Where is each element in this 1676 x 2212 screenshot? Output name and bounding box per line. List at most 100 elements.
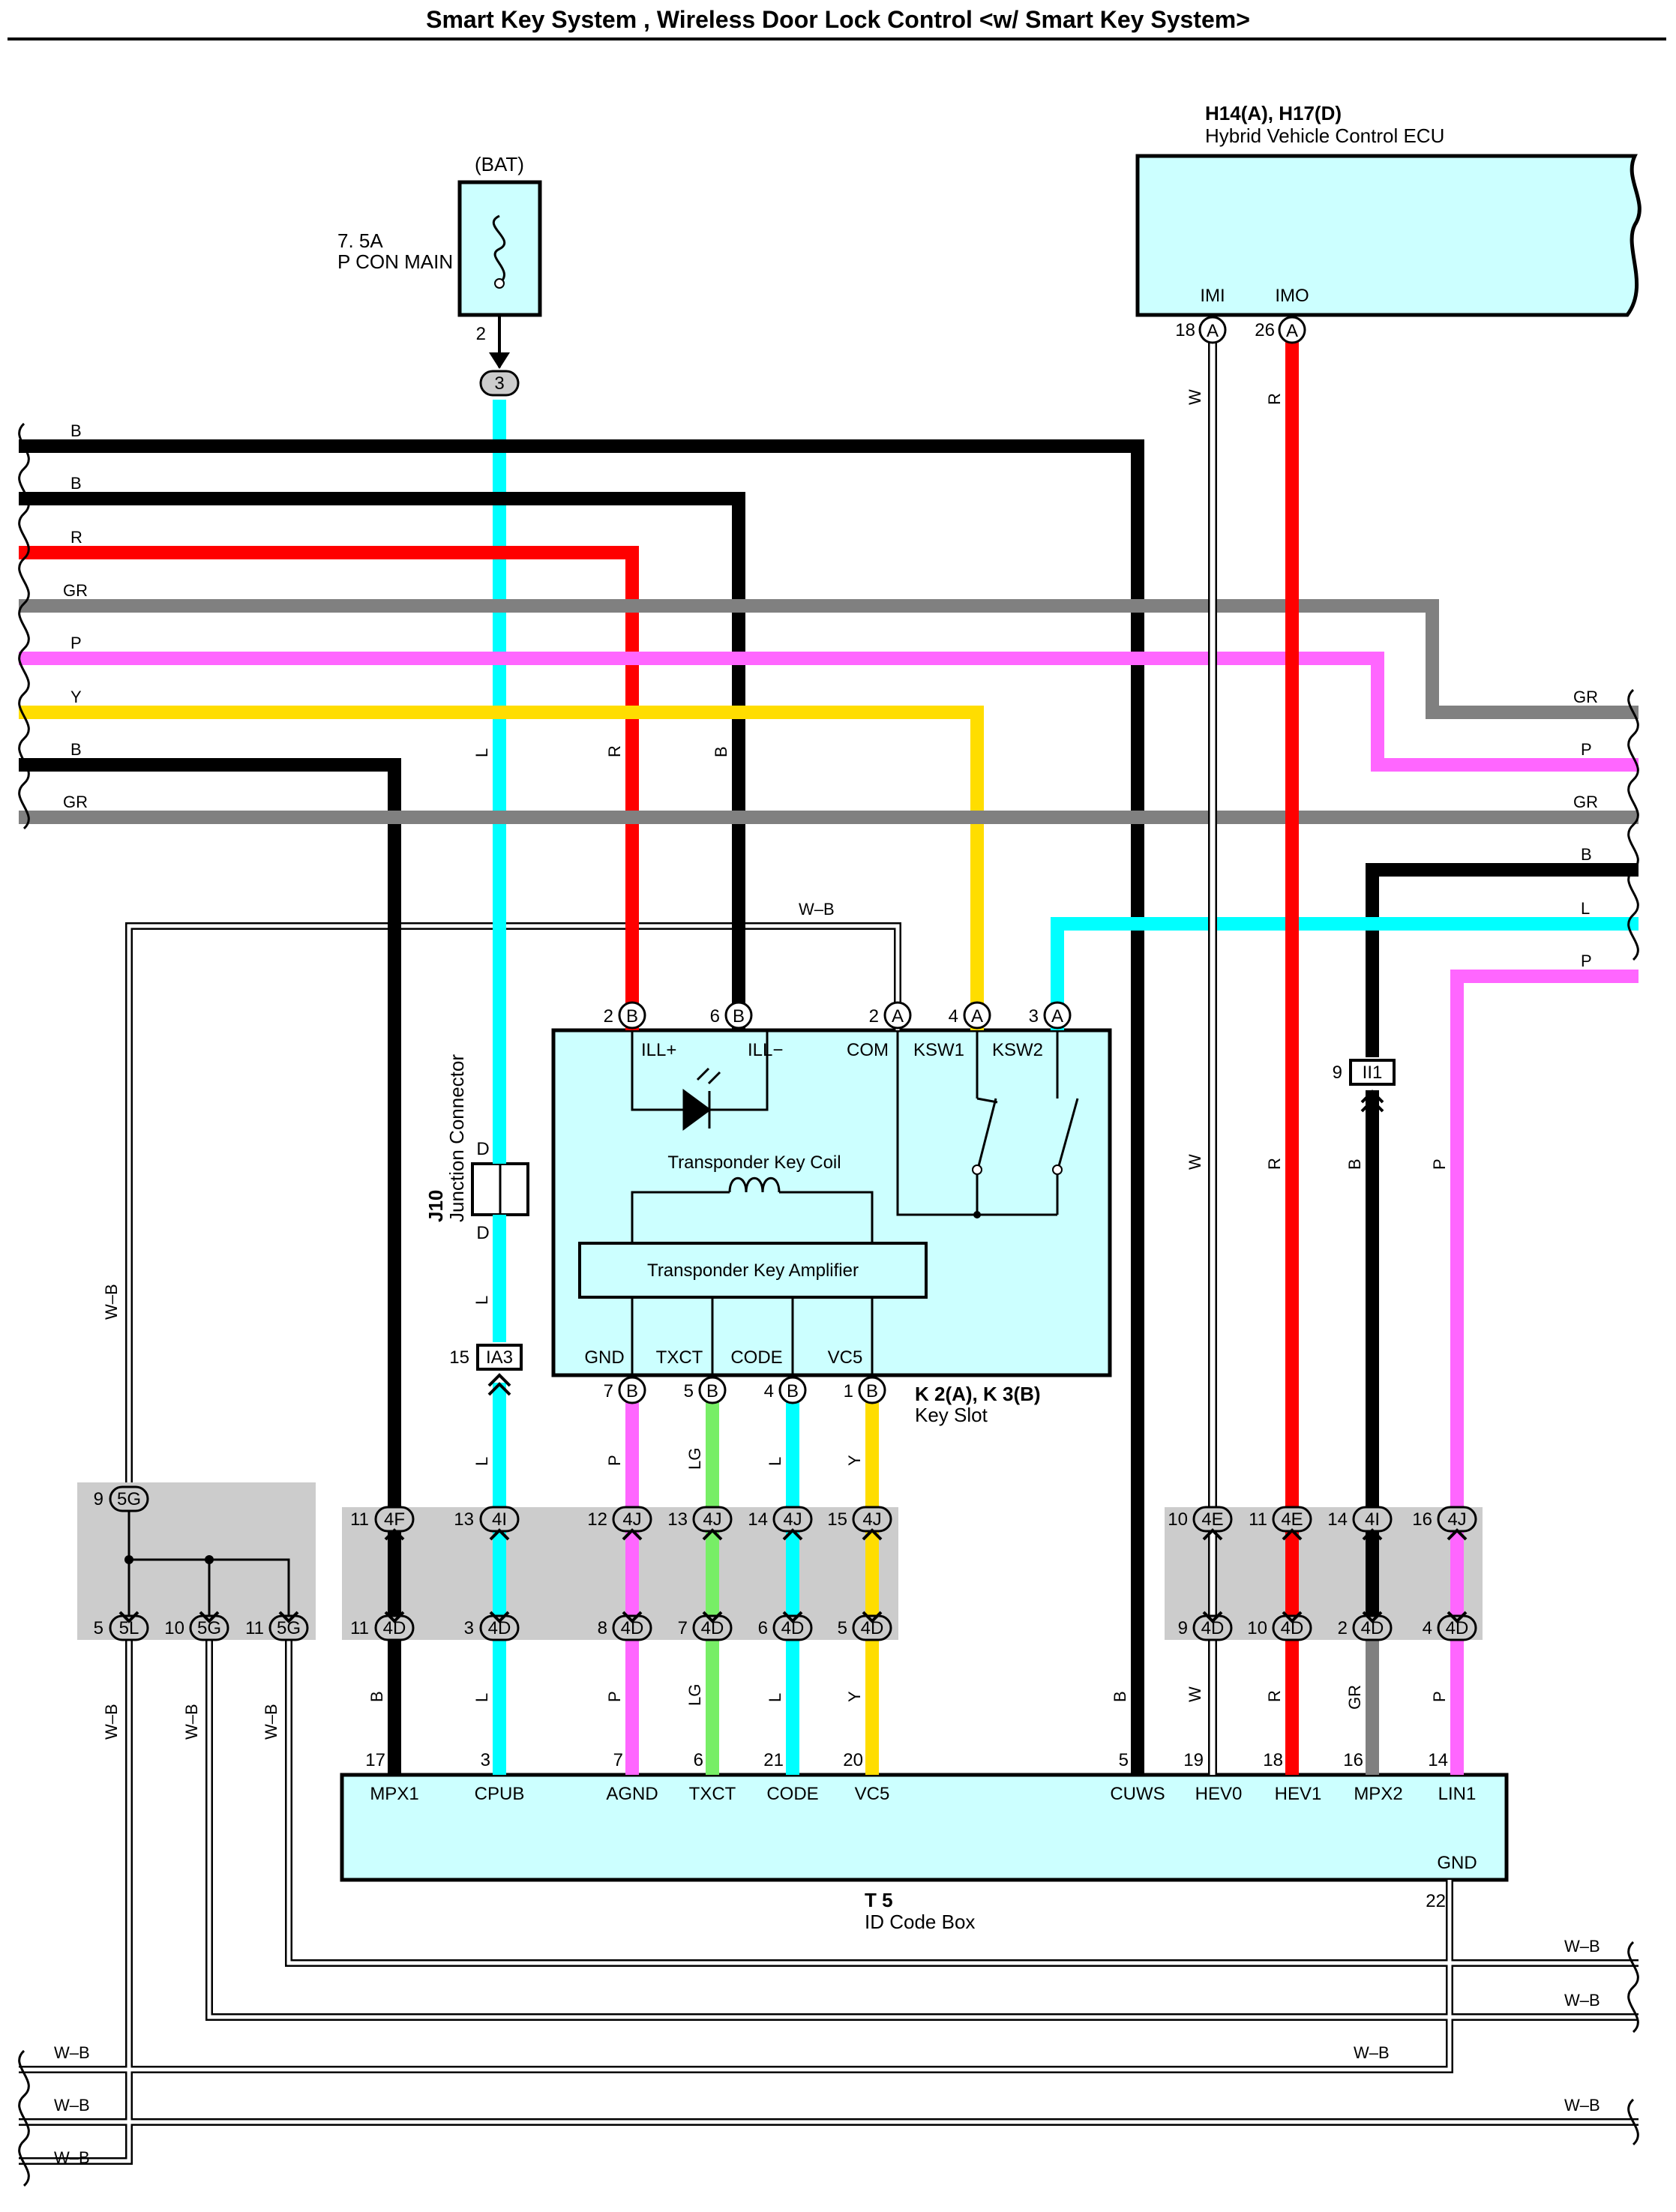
- svg-text:4E: 4E: [1201, 1509, 1223, 1530]
- svg-text:14: 14: [1428, 1750, 1448, 1770]
- fuse-symbol: [492, 214, 506, 285]
- svg-text:9: 9: [1333, 1063, 1342, 1083]
- svg-text:W–B: W–B: [1564, 1991, 1600, 2010]
- svg-text:18: 18: [1263, 1750, 1283, 1770]
- svg-text:2: 2: [1338, 1618, 1348, 1638]
- svg-text:B: B: [787, 1381, 799, 1401]
- svg-text:W–B: W–B: [102, 1704, 121, 1740]
- svg-text:P: P: [605, 1691, 624, 1702]
- svg-text:W–B: W–B: [262, 1704, 280, 1740]
- svg-text:R: R: [1265, 1158, 1284, 1170]
- page-title: Smart Key System , Wireless Door Lock Co…: [426, 6, 1250, 33]
- svg-text:6: 6: [758, 1618, 768, 1638]
- svg-text:5: 5: [94, 1618, 103, 1638]
- svg-text:GR: GR: [1345, 1685, 1364, 1710]
- svg-text:VC5: VC5: [855, 1784, 890, 1804]
- svg-text:2: 2: [476, 324, 486, 344]
- svg-text:15: 15: [827, 1509, 847, 1530]
- svg-text:L: L: [472, 1296, 491, 1305]
- svg-text:B: B: [1581, 845, 1592, 864]
- svg-text:20: 20: [843, 1750, 863, 1770]
- svg-text:4J: 4J: [703, 1509, 721, 1530]
- svg-text:L: L: [472, 748, 491, 757]
- svg-text:P: P: [1430, 1158, 1449, 1170]
- svg-text:HEV0: HEV0: [1195, 1784, 1243, 1804]
- svg-text:KSW1: KSW1: [913, 1040, 964, 1060]
- svg-text:W–B: W–B: [799, 900, 835, 919]
- svg-text:TXCT: TXCT: [656, 1347, 703, 1368]
- svg-text:L: L: [766, 1693, 784, 1702]
- svg-text:16: 16: [1343, 1750, 1363, 1770]
- svg-text:R: R: [605, 745, 624, 757]
- svg-text:Junction Connector: Junction Connector: [445, 1054, 468, 1222]
- svg-text:GR: GR: [63, 793, 88, 811]
- svg-text:LIN1: LIN1: [1438, 1784, 1477, 1804]
- svg-text:4J: 4J: [783, 1509, 802, 1530]
- svg-text:IMI: IMI: [1200, 286, 1225, 306]
- svg-text:ILL−: ILL−: [748, 1040, 783, 1060]
- svg-text:A: A: [892, 1006, 904, 1027]
- svg-text:W–B: W–B: [1564, 1937, 1600, 1956]
- transponder-amplifier: [578, 1242, 928, 1299]
- svg-text:9: 9: [1178, 1618, 1188, 1638]
- svg-text:GND: GND: [1437, 1853, 1477, 1873]
- svg-text:3: 3: [481, 1750, 490, 1770]
- svg-text:AGND: AGND: [606, 1784, 658, 1804]
- hv-ecu-name: Hybrid Vehicle Control ECU: [1205, 124, 1444, 147]
- svg-text:17: 17: [365, 1750, 385, 1770]
- svg-text:ILL+: ILL+: [641, 1040, 676, 1060]
- svg-text:B: B: [70, 740, 82, 759]
- svg-text:W–B: W–B: [54, 2096, 90, 2115]
- svg-text:A: A: [1286, 321, 1298, 341]
- svg-text:B: B: [733, 1006, 745, 1027]
- svg-text:11: 11: [350, 1509, 369, 1530]
- svg-text:2: 2: [869, 1006, 879, 1027]
- svg-text:CODE: CODE: [730, 1347, 782, 1368]
- svg-text:4J: 4J: [1447, 1509, 1466, 1530]
- svg-text:16: 16: [1412, 1509, 1432, 1530]
- svg-text:CPUB: CPUB: [475, 1784, 525, 1804]
- svg-text:5: 5: [1119, 1750, 1129, 1770]
- svg-text:26: 26: [1255, 320, 1275, 340]
- svg-text:KSW2: KSW2: [992, 1040, 1043, 1060]
- fuse-rating: 7. 5A: [337, 229, 383, 252]
- svg-text:P: P: [1430, 1691, 1449, 1702]
- svg-text:6: 6: [694, 1750, 703, 1770]
- svg-text:W–B: W–B: [1564, 2096, 1600, 2115]
- id-code-box-name: ID Code Box: [865, 1911, 975, 1933]
- harness-wires: [19, 330, 1639, 1775]
- svg-text:B: B: [712, 746, 730, 757]
- svg-text:7: 7: [678, 1618, 688, 1638]
- key-slot-code: K 2(A), K 3(B): [915, 1383, 1041, 1405]
- svg-text:5G: 5G: [117, 1489, 141, 1509]
- svg-text:5: 5: [838, 1618, 847, 1638]
- svg-text:L: L: [1581, 899, 1590, 918]
- svg-text:4: 4: [764, 1381, 774, 1401]
- in-line-arrows: [487, 1090, 1384, 1396]
- svg-text:GR: GR: [63, 581, 88, 600]
- svg-text:VC5: VC5: [828, 1347, 863, 1368]
- svg-text:P: P: [605, 1455, 624, 1466]
- svg-text:3: 3: [1029, 1006, 1039, 1027]
- svg-text:9: 9: [94, 1489, 103, 1509]
- svg-text:4F: 4F: [384, 1509, 405, 1530]
- svg-text:19: 19: [1183, 1750, 1204, 1770]
- svg-text:4: 4: [1423, 1618, 1432, 1638]
- svg-text:4I: 4I: [1365, 1509, 1380, 1530]
- hv-ecu-box: [1135, 154, 1642, 317]
- svg-text:CUWS: CUWS: [1110, 1784, 1165, 1804]
- svg-text:W–B: W–B: [54, 2148, 90, 2167]
- svg-text:12: 12: [587, 1509, 607, 1530]
- svg-text:R: R: [1265, 1690, 1284, 1702]
- battery-label: (BAT): [475, 153, 524, 175]
- svg-text:21: 21: [763, 1750, 784, 1770]
- svg-text:8: 8: [598, 1618, 607, 1638]
- pin-circles: [618, 316, 1306, 1404]
- svg-text:4: 4: [949, 1006, 958, 1027]
- svg-text:P: P: [70, 634, 82, 652]
- svg-text:A: A: [1051, 1006, 1063, 1027]
- svg-text:Y: Y: [70, 688, 82, 706]
- ia3-connector: [476, 1344, 523, 1371]
- svg-text:3: 3: [494, 373, 504, 394]
